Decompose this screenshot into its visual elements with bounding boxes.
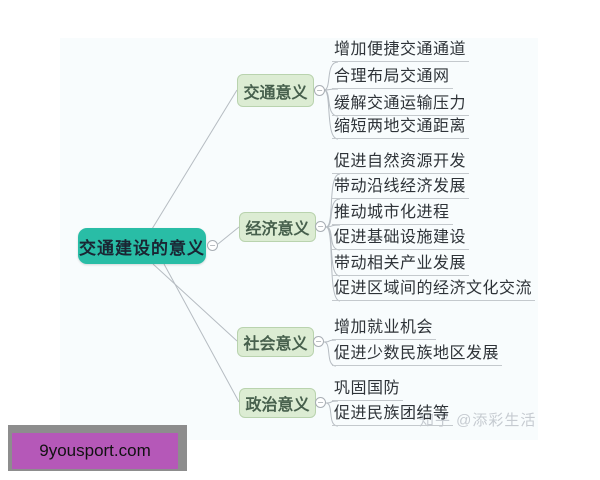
leaf-topic[interactable]: 缩短两地交通距离 (332, 116, 470, 139)
leaf-topic[interactable]: 增加就业机会 (332, 317, 437, 340)
edge-root-economy (217, 226, 240, 245)
leaf-topic[interactable]: 缓解交通运输压力 (332, 93, 470, 116)
badge-url-text: 9yousport.com (39, 441, 151, 460)
minus-glyph: − (209, 240, 216, 250)
minus-glyph: − (317, 397, 324, 407)
collapse-icon[interactable]: − (313, 336, 324, 347)
edge-transport-leaf (323, 61, 339, 91)
branch-economy[interactable]: 经济意义 (239, 212, 316, 242)
branch-society[interactable]: 社会意义 (237, 327, 314, 357)
collapse-icon[interactable]: − (314, 85, 325, 96)
leaf-topic[interactable]: 促进区域间的经济文化交流 (332, 278, 536, 301)
leaf-topic[interactable]: 促进民族团结等 (332, 403, 453, 426)
leaf-topic[interactable]: 促进基础设施建设 (332, 227, 470, 250)
leaf-topic[interactable]: 增加便捷交通通道 (332, 39, 470, 62)
edge-root-politics (163, 263, 240, 403)
root-topic[interactable]: 交通建设的意义 (78, 228, 206, 264)
edge-economy-leaf (325, 198, 341, 228)
edge-transport-leaf (323, 89, 339, 140)
collapse-icon[interactable]: − (315, 221, 326, 232)
edge-economy-leaf (325, 226, 341, 302)
branch-transport[interactable]: 交通意义 (237, 74, 314, 107)
collapse-icon[interactable]: − (207, 240, 218, 251)
minus-glyph: − (317, 221, 324, 231)
leaf-topic[interactable]: 带动沿线经济发展 (332, 176, 470, 199)
collapse-icon[interactable]: − (315, 397, 326, 408)
leaf-topic[interactable]: 促进自然资源开发 (332, 151, 470, 174)
leaf-topic[interactable]: 带动相关产业发展 (332, 253, 470, 276)
leaf-topic[interactable]: 合理布局交通网 (332, 66, 453, 89)
author-watermark: 知乎 @添彩生活 (419, 412, 537, 429)
leaf-topic[interactable]: 推动城市化进程 (332, 202, 453, 225)
minus-glyph: − (315, 336, 322, 346)
badge-box: 9yousport.com (12, 433, 178, 469)
edge-society-leaf (323, 339, 337, 343)
edge-economy-leaf (325, 173, 341, 228)
branch-politics[interactable]: 政治意义 (239, 388, 316, 418)
leaf-topic[interactable]: 促进少数民族地区发展 (332, 343, 503, 366)
leaf-topic[interactable]: 巩固国防 (332, 378, 404, 401)
edge-root-transport (151, 89, 238, 230)
edge-root-society (152, 263, 238, 342)
minus-glyph: − (316, 85, 323, 95)
